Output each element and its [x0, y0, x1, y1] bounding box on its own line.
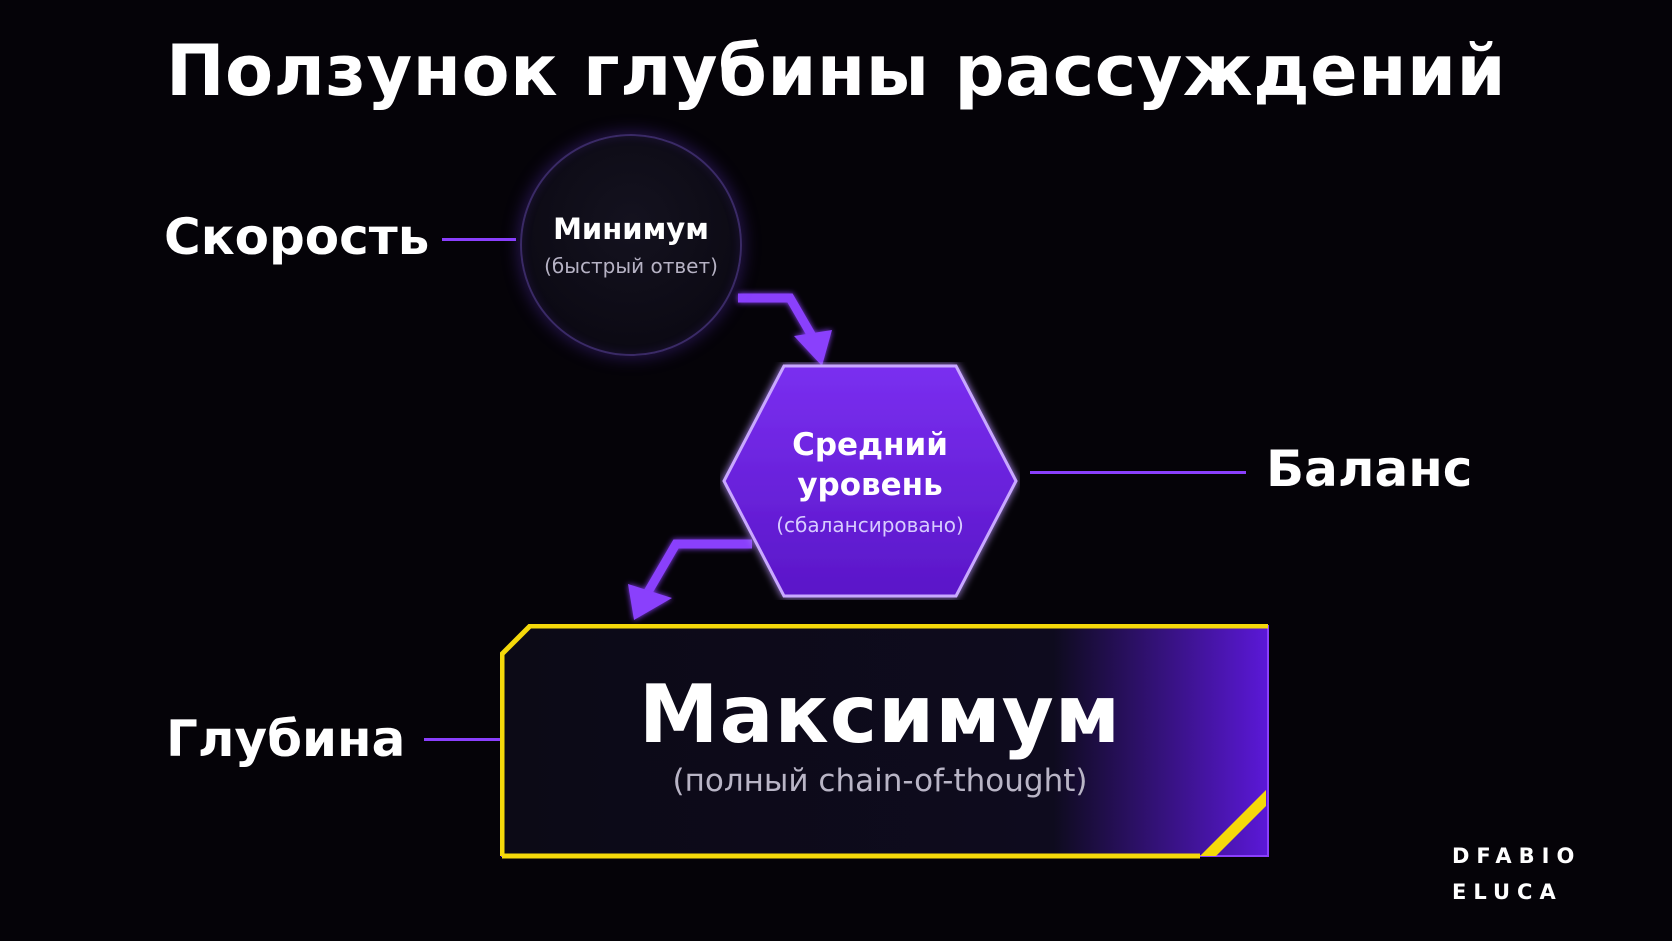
connector-depth	[424, 738, 500, 741]
node-medium-title: Средний уровень	[792, 427, 948, 503]
node-minimum-subtitle: (быстрый ответ)	[544, 254, 718, 278]
node-medium-subtitle: (сбалансировано)	[776, 513, 964, 537]
node-minimum-title: Минимум	[553, 212, 709, 246]
page-title: Ползунок глубины рассуждений	[165, 30, 1507, 112]
connector-speed	[442, 238, 516, 241]
arrow-min-to-medium	[738, 293, 832, 366]
node-medium: Средний уровень (сбалансировано)	[720, 362, 1020, 600]
node-minimum: Минимум (быстрый ответ)	[520, 134, 742, 356]
node-maximum-title: Максимум	[638, 667, 1122, 761]
node-maximum-shape	[500, 624, 1269, 859]
node-maximum-subtitle: (полный chain-of-thought)	[672, 762, 1088, 799]
label-balance: Баланс	[1266, 440, 1473, 498]
label-depth: Глубина	[166, 710, 406, 768]
brand-logo-line2: ELUCA	[1452, 880, 1563, 904]
arrow-medium-to-max	[628, 539, 752, 620]
node-maximum: Максимум (полный chain-of-thought)	[500, 624, 1260, 860]
label-speed: Скорость	[164, 208, 430, 266]
node-medium-shape	[722, 364, 1018, 598]
brand-logo-line1: DFABIO	[1452, 844, 1582, 868]
connector-balance	[1030, 471, 1246, 474]
brand-logo: DFABIO ELUCA	[1452, 838, 1582, 910]
